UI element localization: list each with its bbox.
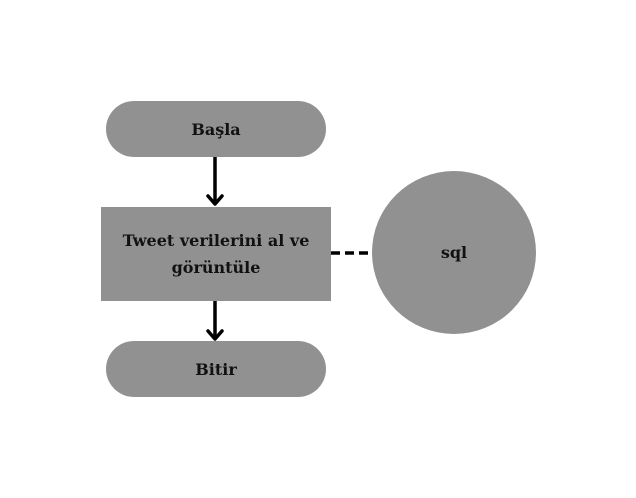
database-node-label: sql xyxy=(440,243,468,262)
start-node-label: Başla xyxy=(191,119,241,139)
end-node-label: Bitir xyxy=(195,359,237,379)
process-node: Tweet verilerini al ve görüntüle xyxy=(101,207,331,301)
start-node: Başla xyxy=(106,101,326,157)
process-node-label: Tweet verilerini al ve görüntüle xyxy=(122,231,310,277)
arrow-process-to-end xyxy=(206,301,224,341)
arrow-start-to-process xyxy=(206,157,224,206)
database-node: sql xyxy=(372,171,536,334)
end-node: Bitir xyxy=(106,341,326,397)
